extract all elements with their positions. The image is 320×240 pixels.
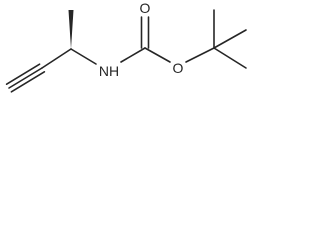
tert-butyl-methyl-down-bond (213, 47, 247, 69)
wedge-bond-methyl (68, 10, 74, 49)
stereocenter-to-nitrogen-bond (70, 48, 97, 65)
triple-bond-line-3 (10, 71, 46, 93)
alkyne-to-stereocenter-bond (41, 48, 72, 69)
carbonyl-double-bond (140, 16, 150, 49)
nitrogen-label: NH (99, 63, 119, 79)
triple-bond (5, 63, 46, 93)
chemical-structure-diagram: NH O O (5, 0, 247, 93)
ester-oxygen-to-tert-carbon-bond (185, 47, 215, 63)
carbonyl-to-ester-oxygen-bond (144, 47, 171, 63)
carbonyl-oxygen-label: O (140, 0, 151, 16)
ester-oxygen-label: O (173, 60, 184, 76)
triple-bond-line-2 (5, 63, 41, 85)
triple-bond-line-1 (8, 67, 43, 89)
nitrogen-to-carbonyl-bond (120, 47, 146, 63)
tert-butyl-methyl-right-bond (213, 29, 247, 49)
